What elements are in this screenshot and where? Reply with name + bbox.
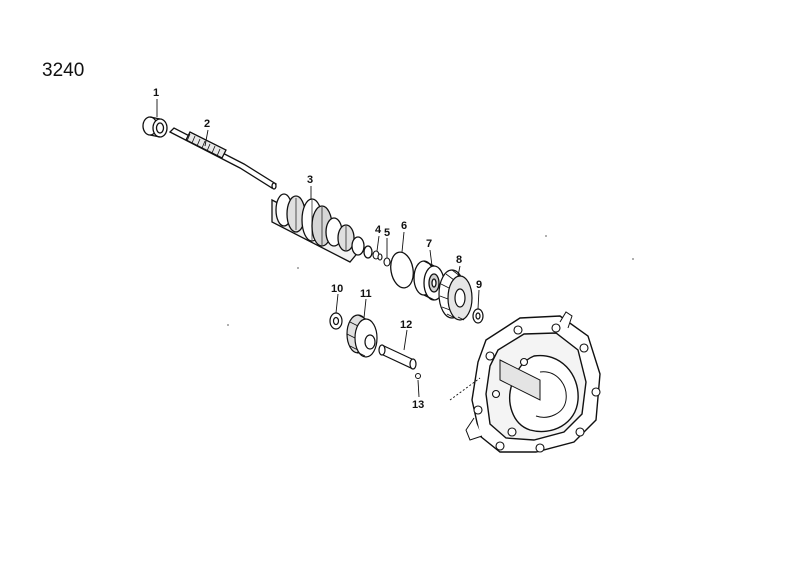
ball-part [415, 373, 421, 379]
callout-12: 12 [400, 319, 412, 331]
sprocket-part [438, 269, 473, 321]
snap-ring-part [390, 251, 414, 289]
callout-7: 7 [426, 238, 432, 250]
washer-part [383, 257, 391, 267]
callout-numbers: 1 2 3 4 5 6 7 8 9 10 11 12 13 [153, 87, 482, 411]
callout-1: 1 [153, 87, 159, 99]
diagram-number: 3240 [42, 60, 85, 81]
callout-3: 3 [307, 174, 313, 186]
callout-5: 5 [384, 227, 390, 239]
idler-gear-part [346, 314, 378, 358]
bolt-part [372, 250, 383, 261]
scan-specks [227, 235, 634, 326]
callout-13: 13 [412, 399, 424, 411]
gear-cluster-part [271, 193, 373, 263]
pin-part [378, 344, 417, 370]
bearing-part [142, 116, 168, 138]
thrust-washer-part [329, 312, 343, 330]
main-shaft-part [168, 127, 278, 190]
callout-9: 9 [476, 279, 482, 291]
callout-10: 10 [331, 283, 343, 295]
engine-case-part [465, 311, 601, 453]
callout-4: 4 [375, 224, 382, 236]
leader-lines [156, 99, 481, 401]
callout-2: 2 [204, 118, 210, 130]
callout-6: 6 [401, 220, 407, 232]
nut-part [472, 308, 484, 324]
callout-8: 8 [456, 254, 462, 266]
callout-11: 11 [360, 288, 372, 300]
